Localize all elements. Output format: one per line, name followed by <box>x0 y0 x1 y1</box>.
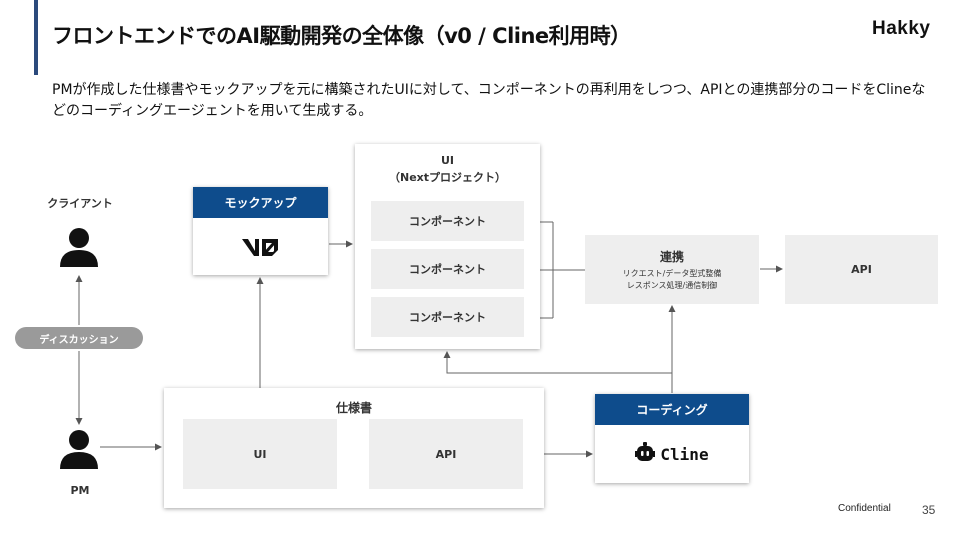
integration-line1: リクエスト/データ型式整備 <box>622 269 722 278</box>
integration-line2: レスポンス処理/通信制御 <box>626 281 718 290</box>
coding-box: コーディング Cline <box>595 394 749 483</box>
cline-logo-text: Cline <box>660 444 709 464</box>
component-box: コンポーネント <box>371 201 524 241</box>
page-number: 35 <box>922 503 936 517</box>
person-icon <box>58 427 100 473</box>
spec-api-box: API <box>369 419 523 489</box>
mockup-box: モックアップ <box>193 187 328 275</box>
ui-box-subtitle: （Nextプロジェクト） <box>388 171 507 184</box>
confidential-label: Confidential <box>838 503 891 514</box>
component-box: コンポーネント <box>371 249 524 289</box>
cline-robot-icon <box>635 442 656 466</box>
title-accent-bar <box>34 0 38 75</box>
brand-logo: Hakky <box>872 18 931 39</box>
page-title: フロントエンドでのAI駆動開発の全体像（v0 / Cline利用時） <box>52 24 631 48</box>
v0-logo-icon <box>193 218 328 275</box>
discussion-pill: ディスカッション <box>15 327 143 349</box>
integration-title: 連携 <box>659 250 684 264</box>
integration-box: 連携 リクエスト/データ型式整備 レスポンス処理/通信制御 <box>585 235 759 304</box>
mockup-header: モックアップ <box>193 187 328 218</box>
client-label: クライアント <box>47 197 113 210</box>
cline-logo: Cline <box>595 425 749 483</box>
component-box: コンポーネント <box>371 297 524 337</box>
ui-box-title: UI <box>440 154 455 167</box>
pm-label: PM <box>70 484 90 497</box>
person-icon <box>58 225 100 271</box>
api-box: API <box>785 235 938 304</box>
page-description: PMが作成した仕様書やモックアップを元に構築されたUIに対して、コンポーネントの… <box>52 82 926 119</box>
spec-title: 仕様書 <box>335 401 372 415</box>
spec-ui-box: UI <box>183 419 337 489</box>
coding-header: コーディング <box>595 394 749 425</box>
